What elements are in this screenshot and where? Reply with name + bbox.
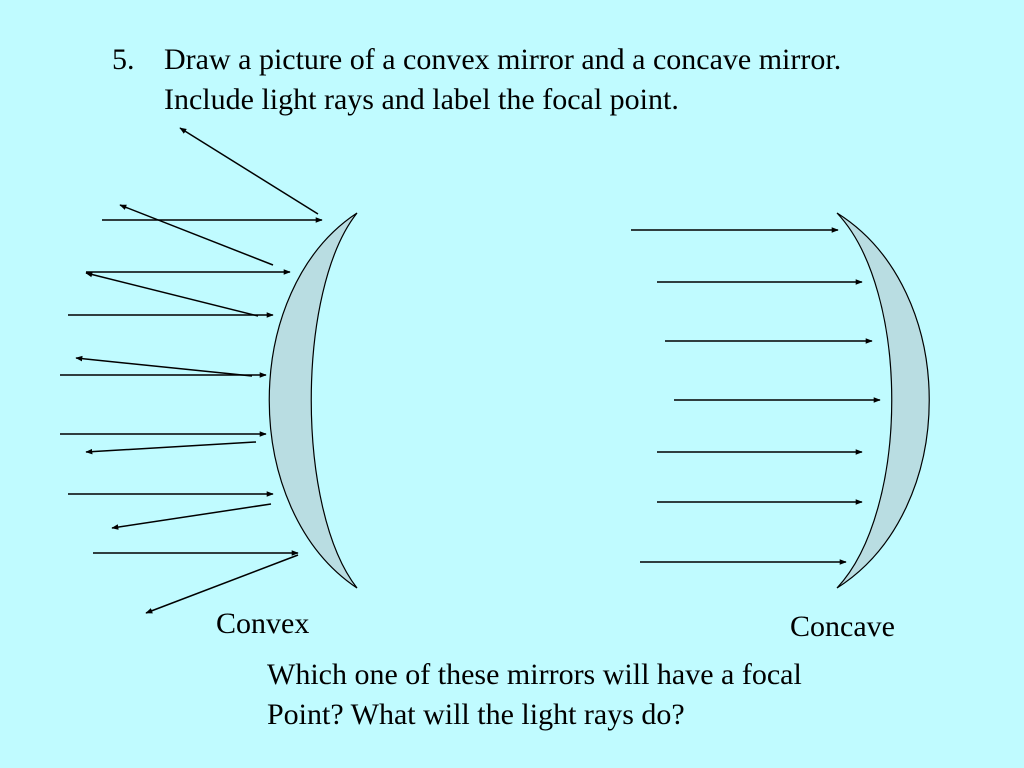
concave-incoming-rays — [631, 227, 881, 565]
convex-reflected-ray — [179, 127, 319, 215]
concave-mirror — [836, 212, 930, 589]
convex-mirror-shape — [268, 212, 358, 589]
follow-up-line-2: Point? What will the light rays do? — [267, 698, 685, 731]
convex-mirror — [268, 212, 358, 589]
convex-reflected-rays — [75, 127, 319, 614]
convex-reflected-ray — [85, 271, 259, 317]
follow-up-question: Which one of these mirrors will have a f… — [267, 655, 802, 735]
follow-up-line-1: Which one of these mirrors will have a f… — [267, 658, 802, 691]
question-number: 5. — [112, 43, 135, 76]
convex-reflected-ray — [119, 204, 274, 266]
convex-reflected-ray — [85, 441, 257, 455]
convex-label: Convex — [216, 607, 310, 640]
convex-reflected-ray — [111, 503, 272, 530]
convex-reflected-ray — [75, 355, 253, 377]
convex-reflected-ray — [145, 554, 299, 614]
convex-incoming-rays — [60, 217, 323, 556]
concave-label: Concave — [790, 610, 895, 643]
question-line-2: Include light rays and label the focal p… — [164, 83, 679, 116]
question-line-1: Draw a picture of a convex mirror and a … — [164, 43, 842, 76]
concave-mirror-shape — [836, 212, 930, 589]
